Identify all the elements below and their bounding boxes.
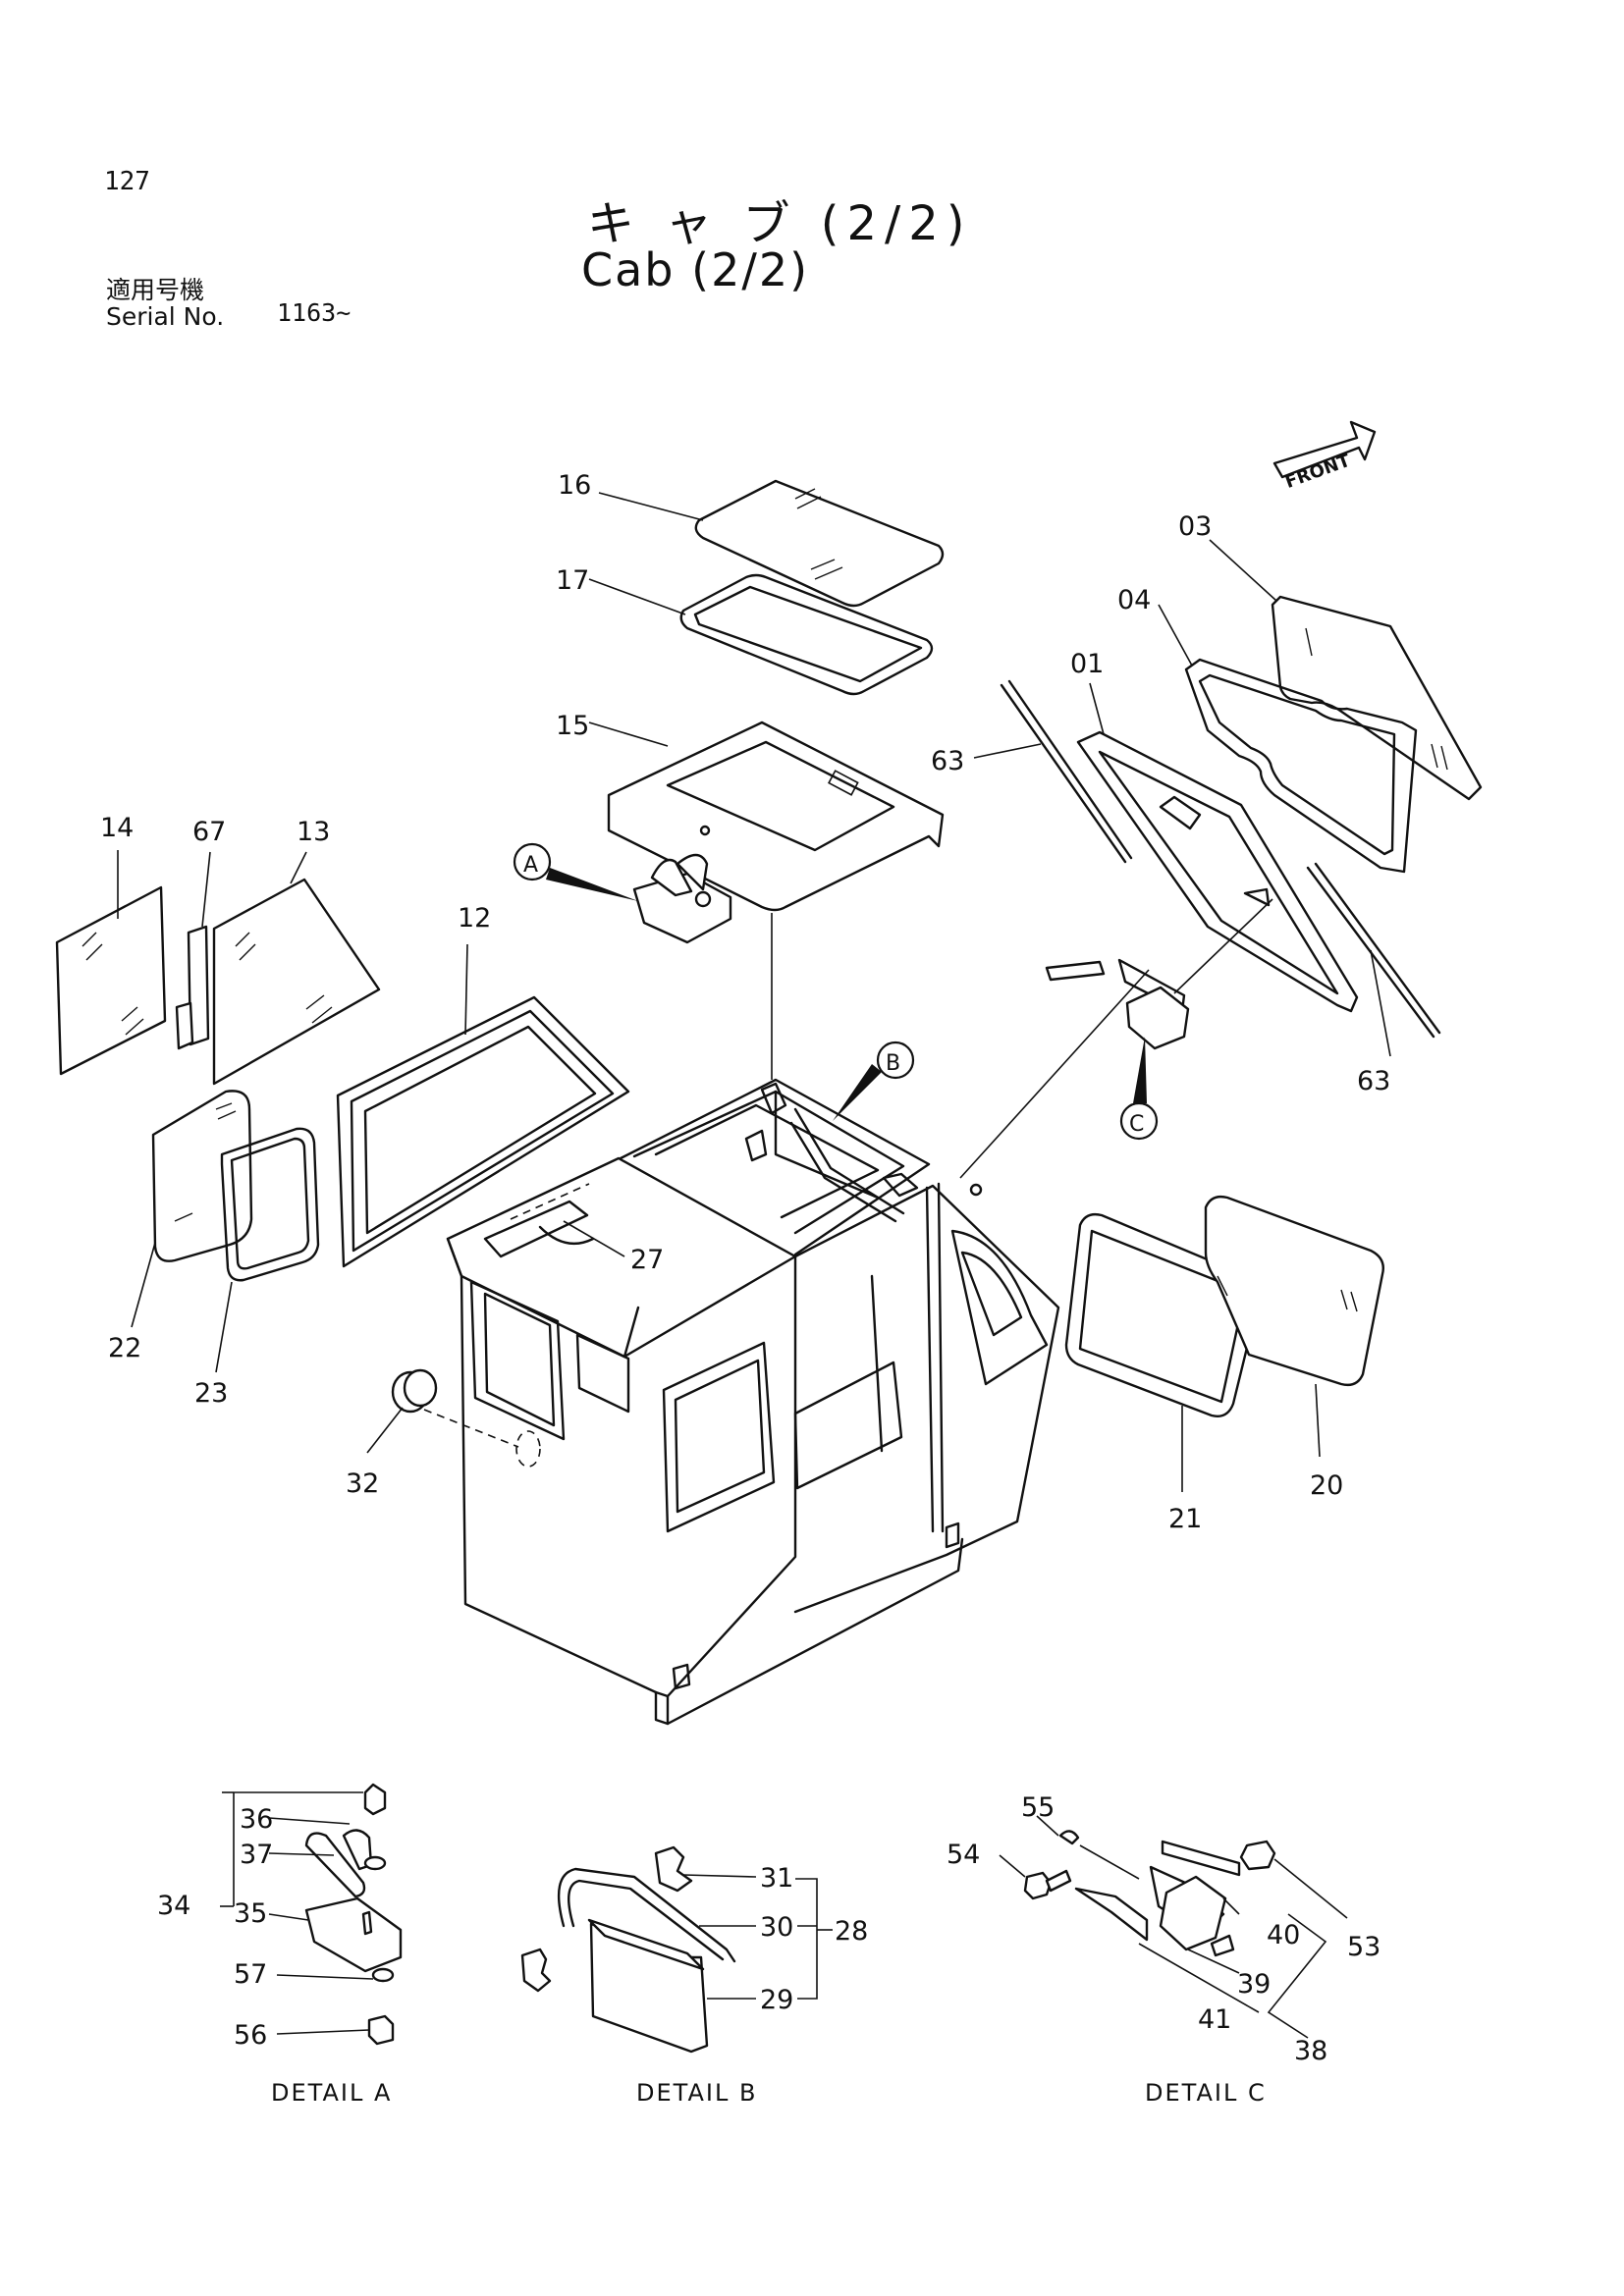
part-label-23: 23 [194, 1378, 228, 1409]
detail-c-leaders [999, 1815, 1348, 2039]
door-latch-assembly [1045, 958, 1190, 1050]
rear-seal-23 [220, 1127, 320, 1282]
part-label-36: 36 [240, 1804, 273, 1835]
part-label-63-left: 63 [931, 746, 964, 776]
part-label-63-right: 63 [1357, 1066, 1390, 1096]
part-label-31: 31 [760, 1863, 793, 1894]
part-label-39: 39 [1237, 1969, 1271, 2000]
handle-27-curve [538, 1225, 595, 1246]
detail-b-caption: DETAIL B [636, 2079, 758, 2107]
part-label-67: 67 [192, 817, 226, 847]
serial-label: 適用号機 Serial No. [106, 277, 224, 330]
roof-glass-part [694, 479, 945, 608]
door-glass-03 [1271, 595, 1483, 801]
part-label-55: 55 [1021, 1792, 1055, 1823]
part-label-15: 15 [556, 711, 589, 741]
part-label-41: 41 [1198, 2004, 1231, 2035]
window-glass-20 [1204, 1195, 1384, 1387]
side-glass-14 [55, 885, 167, 1076]
part-label-22: 22 [108, 1333, 141, 1363]
part-label-21: 21 [1168, 1504, 1202, 1534]
part-label-14: 14 [100, 813, 134, 843]
serial-label-en: Serial No. [106, 302, 225, 331]
strip-63-left-edge [1007, 679, 1133, 860]
part-label-54: 54 [947, 1840, 980, 1870]
cab-body [446, 1078, 1060, 1726]
part-label-35: 35 [234, 1898, 267, 1929]
detail-b-leaders [682, 1874, 833, 2000]
leader-line [1173, 898, 1273, 994]
serial-value: 1163~ [277, 298, 352, 327]
detail-a-drawing [304, 1783, 403, 2046]
window-seal-21 [1064, 1212, 1261, 1417]
serial-label-jp: 適用号機 [106, 276, 205, 304]
callout-a: A [513, 842, 638, 901]
title-english: Cab (2/2) [581, 243, 810, 296]
rear-glass-22 [151, 1090, 253, 1262]
door-frame-01 [1076, 730, 1359, 1013]
part-label-57: 57 [234, 1959, 267, 1990]
part-label-01: 01 [1070, 649, 1104, 679]
part-label-32: 32 [346, 1468, 379, 1499]
detail-a-leaders [220, 1791, 374, 2035]
part-label-56: 56 [234, 2020, 267, 2051]
strip-63-left [1000, 683, 1127, 864]
part-label-17: 17 [556, 565, 589, 596]
part-label-27: 27 [630, 1245, 664, 1275]
detail-b-drawing [520, 1845, 736, 2054]
part-label-12: 12 [458, 903, 491, 934]
front-arrow-icon: FRONT [1272, 420, 1377, 493]
detail-a-caption: DETAIL A [271, 2079, 393, 2107]
part-label-28: 28 [835, 1916, 868, 1947]
door-seal-04 [1184, 658, 1418, 874]
part-label-20: 20 [1310, 1470, 1343, 1501]
handle-27 [510, 1183, 590, 1220]
page-number: 127 [104, 167, 150, 196]
part-label-04: 04 [1117, 585, 1151, 615]
strip-63-right-edge [1314, 862, 1441, 1035]
plug-32 [391, 1368, 438, 1414]
roof-seal-part [679, 573, 934, 696]
side-window-12 [336, 995, 630, 1268]
leader-line [423, 1409, 519, 1448]
part-label-13: 13 [297, 817, 330, 847]
side-glass-13 [212, 878, 381, 1086]
part-label-34: 34 [157, 1891, 190, 1921]
part-label-40: 40 [1267, 1920, 1300, 1950]
part-label-53: 53 [1347, 1932, 1380, 1962]
part-label-03: 03 [1178, 511, 1212, 542]
callout-b: B [833, 1041, 915, 1121]
svg-text:B: B [886, 1051, 900, 1076]
part-label-38: 38 [1294, 2036, 1327, 2066]
svg-text:C: C [1129, 1112, 1144, 1137]
detail-c-drawing [1023, 1830, 1276, 1957]
detail-c-caption: DETAIL C [1145, 2079, 1267, 2107]
seal-67 [175, 925, 210, 1050]
latch-assembly-a [632, 853, 732, 944]
part-label-30: 30 [760, 1912, 793, 1943]
part-label-16: 16 [558, 470, 591, 501]
svg-text:A: A [523, 853, 538, 878]
title-japanese: キ ャ ブ (2/2) [587, 196, 973, 251]
callout-c: C [1119, 1037, 1159, 1141]
plug-hole [515, 1430, 541, 1468]
part-label-29: 29 [760, 1985, 793, 2015]
part-label-37: 37 [240, 1840, 273, 1870]
